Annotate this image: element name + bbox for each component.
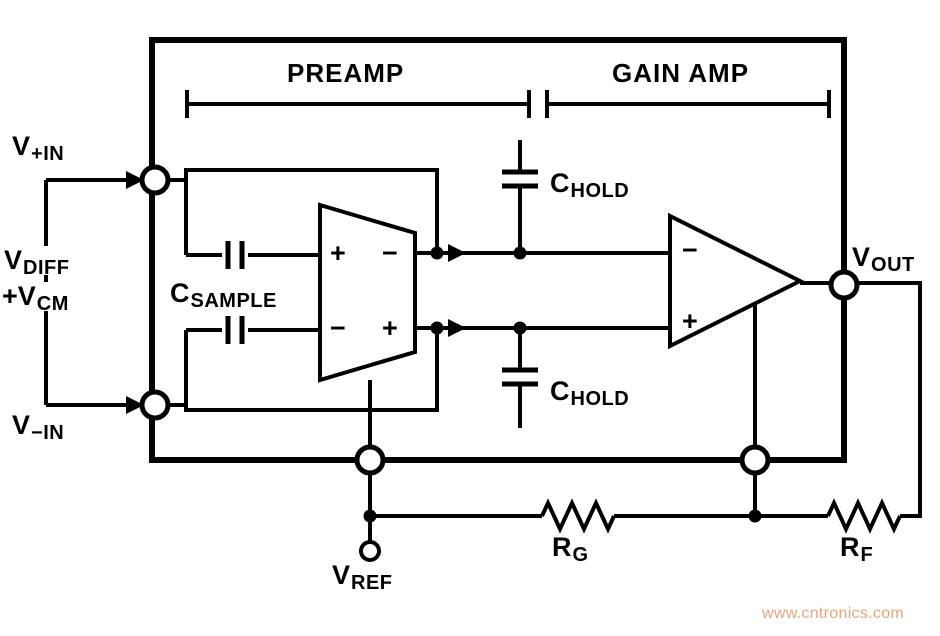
r-f-label: RF xyxy=(840,532,874,566)
junction-dot xyxy=(430,321,444,335)
c-hold-top-label: CHOLD xyxy=(550,168,630,202)
preamp-top-minus-sign: − xyxy=(382,238,398,268)
junction-dot xyxy=(363,509,377,523)
gain-amp-section-label: GAIN AMP xyxy=(612,58,750,88)
ic-boundary-box xyxy=(149,37,847,463)
arrows-and-junctions xyxy=(126,171,762,523)
sample-capacitor-top xyxy=(186,241,320,269)
terminal-preamp-ref xyxy=(354,444,386,476)
resistor-rf xyxy=(826,498,902,534)
preamp-body xyxy=(318,202,417,383)
terminals xyxy=(139,164,860,562)
terminal-vplus-in xyxy=(139,164,171,196)
signal-arrow-top xyxy=(448,244,466,262)
gain-amp-minus-sign: − xyxy=(682,235,698,265)
preamp-section-label: PREAMP xyxy=(287,58,405,88)
preamp-bottom-plus-sign: + xyxy=(382,313,398,343)
junction-dot xyxy=(513,246,527,260)
resistor-rg xyxy=(540,498,616,534)
junction-dot xyxy=(430,246,444,260)
terminal-vout xyxy=(828,269,860,301)
output-wire xyxy=(800,281,922,518)
terminal-vref xyxy=(359,540,381,562)
v-cm-label: +VCM xyxy=(2,282,72,314)
terminal-vminus-in xyxy=(139,389,171,421)
v-diff-label: VDIFF xyxy=(4,246,73,278)
v-out-label: VOUT xyxy=(852,242,915,276)
input-arrow-bottom xyxy=(126,396,144,414)
v-minus-in-label: V−IN xyxy=(12,410,65,444)
input-arrow-top xyxy=(126,171,144,189)
feedback-loop-top xyxy=(168,168,439,255)
gain-amp-body xyxy=(668,212,805,350)
r-g-label: RG xyxy=(552,532,589,566)
v-ref-label: VREF xyxy=(332,560,393,594)
junction-dot xyxy=(748,509,762,523)
junction-dot xyxy=(513,321,527,335)
signal-arrow-bottom xyxy=(448,319,466,337)
sample-capacitor-bottom xyxy=(186,316,320,344)
preamp-bracket xyxy=(185,90,531,118)
preamp-top-plus-sign: + xyxy=(330,238,346,268)
c-sample-label: CSAMPLE xyxy=(170,278,277,312)
terminal-feedback xyxy=(739,444,771,476)
gain-amp-bracket xyxy=(545,90,831,118)
gain-amp-plus-sign: + xyxy=(682,306,698,336)
hold-capacitor-top xyxy=(502,140,538,253)
feedback-loop-bottom xyxy=(168,330,439,412)
watermark: www.cntronics.com xyxy=(762,605,905,622)
c-hold-bottom-label: CHOLD xyxy=(550,376,630,410)
signal-wires xyxy=(415,251,670,330)
preamp-bottom-minus-sign: − xyxy=(330,313,346,343)
hold-capacitor-bottom xyxy=(502,328,538,428)
v-plus-in-label: V+IN xyxy=(12,131,65,165)
